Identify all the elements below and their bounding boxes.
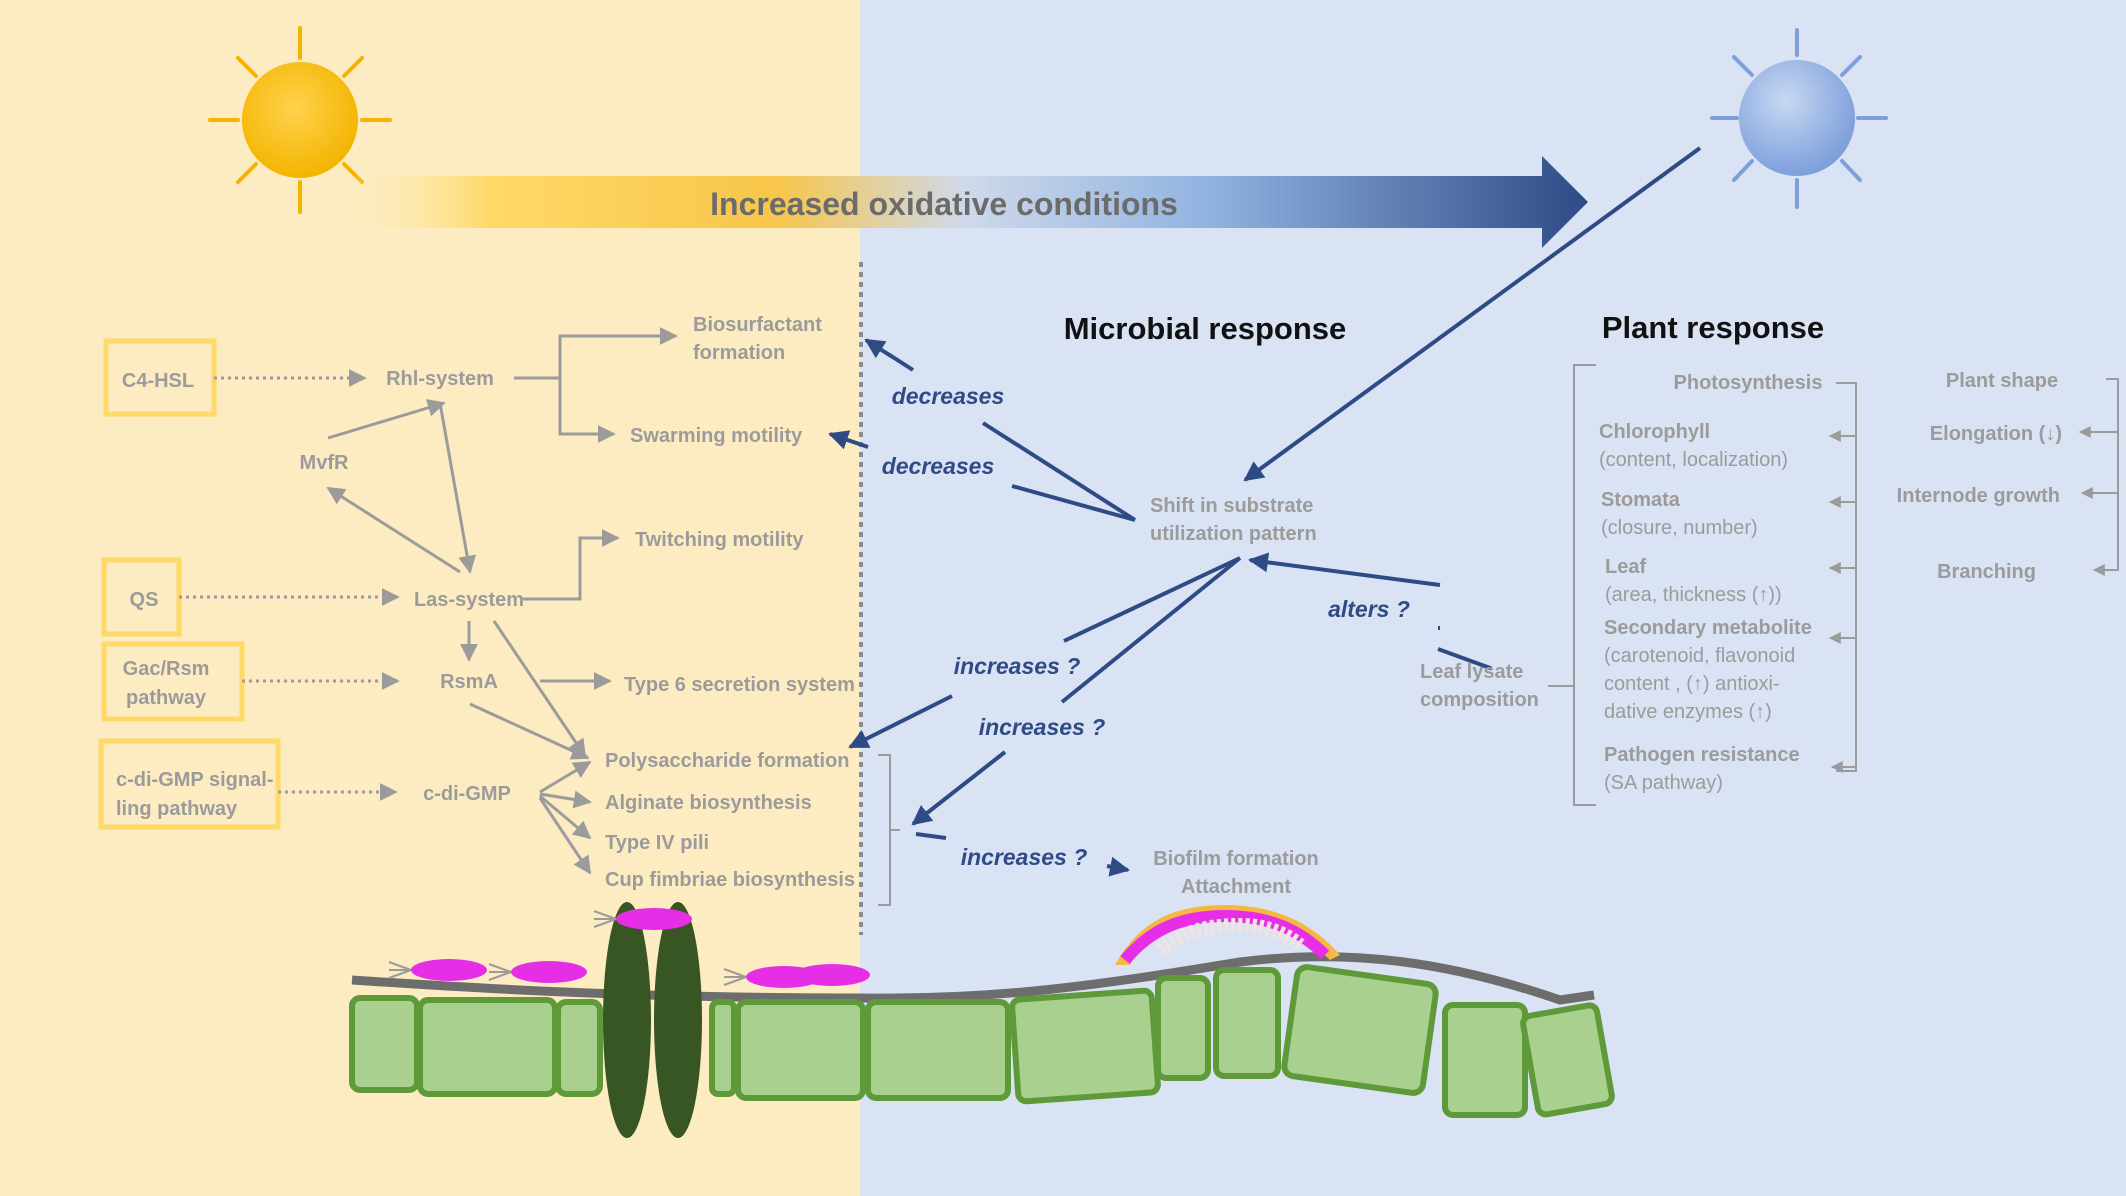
guard-cells <box>603 902 702 1138</box>
leaf-cells <box>349 964 1615 1118</box>
rsma-label: RsmA <box>440 671 498 693</box>
las-system-label: Las-system <box>414 589 524 611</box>
t4p-label: Type IV pili <box>605 832 709 854</box>
polysaccharide-label: Polysaccharide formation <box>605 750 850 772</box>
elongation-label: Elongation (↓) <box>1930 423 2062 445</box>
internode-label: Internode growth <box>1897 485 2060 507</box>
bacteria-flagella <box>388 910 747 986</box>
bacterium-cell <box>794 964 870 986</box>
leaf-cross-section <box>349 902 1615 1138</box>
swarming-label: Swarming motility <box>630 425 803 447</box>
twitching-label: Twitching motility <box>635 529 804 551</box>
rhl-system-label: Rhl-system <box>386 368 494 390</box>
stomata-label-2: (closure, number) <box>1601 517 1758 539</box>
plant-shape-label: Plant shape <box>1946 370 2058 392</box>
shift-label-2: utilization pattern <box>1150 523 1317 545</box>
gacrsm-label-2: pathway <box>126 687 207 709</box>
secondary-label-3: content , (↑) antioxi- <box>1604 673 1780 695</box>
t6ss-label: Type 6 secretion system <box>624 674 855 696</box>
bacterium-cell <box>411 959 487 981</box>
sun-icon <box>208 26 392 214</box>
blue-sun-icon <box>1710 28 1888 209</box>
stomata-label-1: Stomata <box>1601 489 1681 511</box>
cup-label: Cup fimbriae biosynthesis <box>605 869 855 891</box>
biofilm-label-2: Attachment <box>1181 876 1291 898</box>
gacrsm-label-1: Gac/Rsm <box>123 658 210 680</box>
secondary-label-2: (carotenoid, flavonoid <box>1604 645 1795 667</box>
cdigmp-signal-label-2: ling pathway <box>116 798 238 820</box>
pathogen-label-2: (SA pathway) <box>1604 772 1723 794</box>
increases-label-3: increases ? <box>961 844 1088 870</box>
secondary-label-1: Secondary metabolite <box>1604 617 1812 639</box>
regulatory-arrows <box>326 327 678 875</box>
bacterium-cell <box>616 908 692 930</box>
effect-arrows <box>828 146 1702 877</box>
bacteria <box>411 908 870 988</box>
decreases-label-2: decreases <box>882 453 995 479</box>
biofilm-label-1: Biofilm formation <box>1153 848 1319 870</box>
shift-label-1: Shift in substrate <box>1150 495 1313 517</box>
decreases-label-1: decreases <box>892 383 1005 409</box>
cdigmp-box <box>98 738 281 830</box>
leaf-label-2: (area, thickness (↑)) <box>1605 584 1782 606</box>
increases-label-1: increases ? <box>954 653 1081 679</box>
oxidative-label: Increased oxidative conditions <box>710 186 1178 222</box>
biosurfactant-label-1: Biosurfactant <box>693 314 822 336</box>
lysate-label-1: Leaf lysate <box>1420 661 1523 683</box>
plant-arrows <box>1828 378 2119 773</box>
qs-label: QS <box>130 589 159 611</box>
increases-label-2: increases ? <box>979 714 1106 740</box>
pathogen-label-1: Pathogen resistance <box>1604 744 1800 766</box>
branching-label: Branching <box>1937 561 2036 583</box>
secondary-label-4: dative enzymes (↑) <box>1604 701 1772 723</box>
chlorophyll-label-1: Chlorophyll <box>1599 421 1710 443</box>
signal-arrows <box>179 369 400 801</box>
bacterium-cell <box>511 961 587 983</box>
oxidative-gradient-arrow <box>340 156 1588 248</box>
leaf-label-1: Leaf <box>1605 556 1646 578</box>
cdigmp-signal-label-1: c-di-GMP signal- <box>116 769 273 791</box>
plant-brackets <box>1548 364 1857 806</box>
chlorophyll-label-2: (content, localization) <box>1599 449 1788 471</box>
c4hsl-label: C4-HSL <box>122 370 194 392</box>
alters-label: alters ? <box>1328 596 1410 622</box>
biofilm-mound <box>1115 905 1340 965</box>
lysate-label-2: composition <box>1420 689 1539 711</box>
alginate-label: Alginate biosynthesis <box>605 792 812 814</box>
plant-heading: Plant response <box>1602 310 1824 345</box>
polysaccharide-bracket <box>878 754 900 906</box>
photosynthesis-label: Photosynthesis <box>1674 372 1823 394</box>
cuticle <box>351 952 1595 1005</box>
microbial-heading: Microbial response <box>1064 311 1347 346</box>
mvfr-label: MvfR <box>300 452 349 474</box>
cdigmp-label: c-di-GMP <box>423 783 511 805</box>
biosurfactant-label-2: formation <box>693 342 785 364</box>
